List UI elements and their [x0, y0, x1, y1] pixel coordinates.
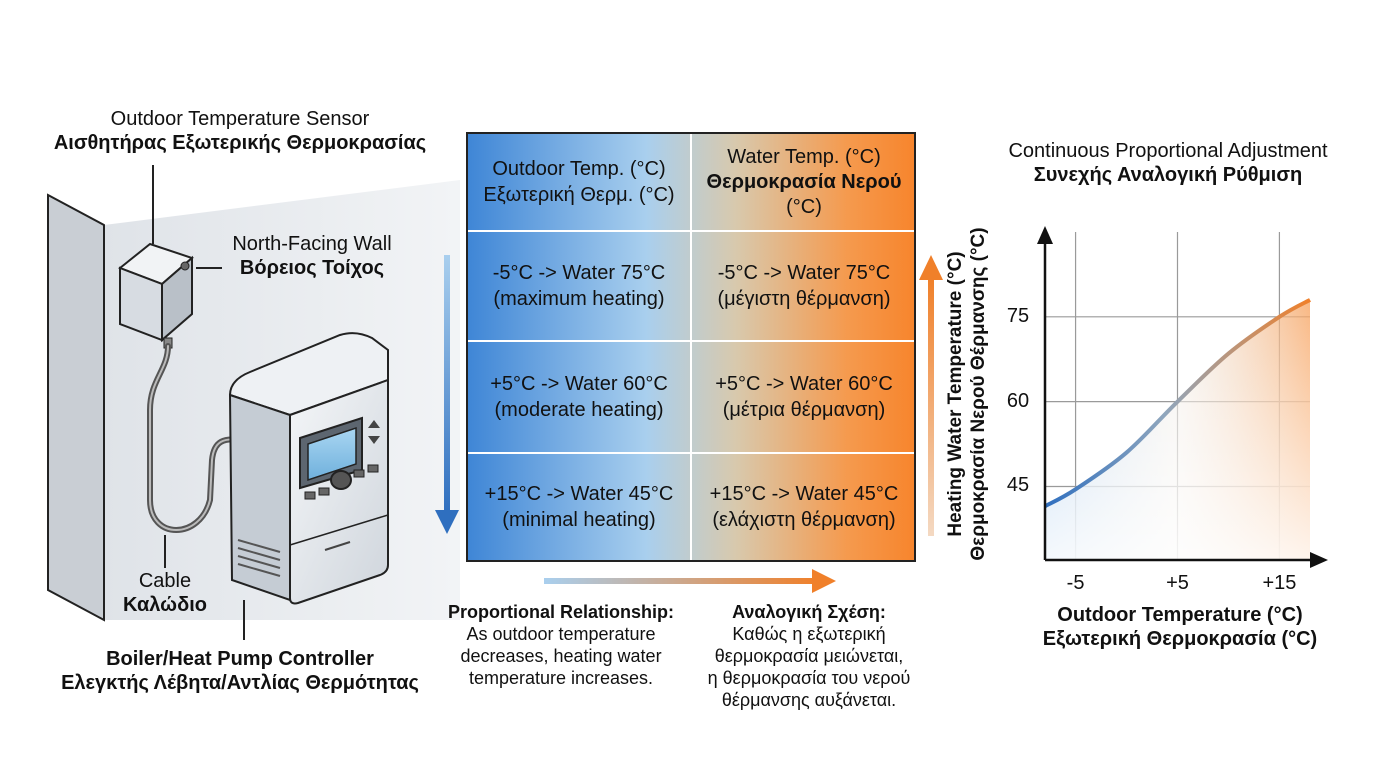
chart-area-fade	[1045, 299, 1310, 560]
chart-title: Continuous Proportional Adjustment Συνεχ…	[1008, 140, 1328, 186]
y-tick-label: 75	[1006, 304, 1030, 327]
wall-label: North-Facing Wall Βόρειος Τοίχος	[232, 233, 392, 279]
controller-label: Boiler/Heat Pump Controller Ελεγκτής Λέβ…	[61, 648, 419, 694]
x-tick-label: +15	[1262, 572, 1297, 594]
row-2-right: +5°C -> Water 60°C(μέτρια θέρμανση)	[715, 373, 893, 421]
temperature-table: Outdoor Temp. (°C) Εξωτερική Θερμ. (°C) …	[466, 132, 916, 562]
controller-unit	[228, 332, 389, 605]
x-tick-label: +5	[1166, 572, 1189, 594]
series-line	[1044, 298, 1311, 509]
row-3-right: +15°C -> Water 45°C(ελάχιστη θέρμανση)	[709, 483, 899, 531]
cable-label: Cable Καλώδιο	[123, 570, 207, 616]
x-axis-label: Outdoor Temperature (°C) Εξωτερική Θερμο…	[1042, 604, 1318, 650]
callout-lines	[152, 165, 245, 640]
relationship-el: Αναλογική Σχέση: Καθώς η εξωτερική θερμο…	[707, 602, 911, 710]
axes	[1037, 226, 1328, 568]
header-water: Water Temp. (°C) Θερμοκρασία Νερού (°C)	[706, 145, 902, 218]
row-1-right: -5°C -> Water 75°C(μέγιστη θέρμανση)	[717, 262, 891, 310]
sensor-label: Outdoor Temperature Sensor Αισθητήρας Εξ…	[53, 108, 427, 154]
header-outdoor: Outdoor Temp. (°C) Εξωτερική Θερμ. (°C)	[483, 158, 675, 206]
row-2-left: +5°C -> Water 60°C(moderate heating)	[490, 373, 668, 421]
outdoor-sensor	[118, 242, 194, 349]
row-3-left: +15°C -> Water 45°C(minimal heating)	[484, 483, 674, 531]
relationship-en: Proportional Relationship: As outdoor te…	[447, 602, 674, 688]
x-tick-label: -5	[1066, 572, 1085, 594]
row-1-left: -5°C -> Water 75°C(maximum heating)	[492, 262, 666, 310]
y-tick-label: 60	[1006, 389, 1030, 412]
y-tick-label: 45	[1006, 474, 1030, 497]
